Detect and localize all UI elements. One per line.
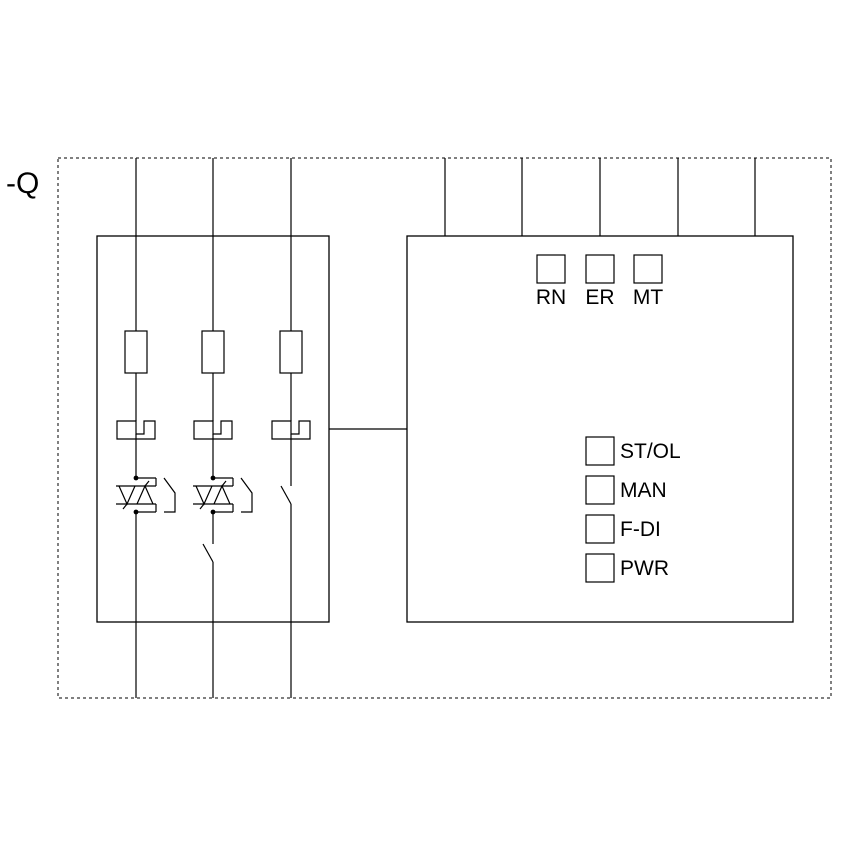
status-led-row: RN ER MT xyxy=(536,254,663,309)
indicator-label: PWR xyxy=(620,557,669,580)
indicator-st-ol: ST/OL xyxy=(585,436,681,466)
status-led-er: ER xyxy=(585,254,615,309)
indicator-column: ST/OL MAN F-DI PWR xyxy=(585,436,681,583)
fuse-symbol xyxy=(124,330,148,374)
junction-dot xyxy=(133,475,139,481)
indicator-man: MAN xyxy=(585,475,667,505)
fuse-symbol xyxy=(279,330,303,374)
status-led-rn: RN xyxy=(536,254,566,309)
indicator-f-di: F-DI xyxy=(585,514,661,544)
junction-dot xyxy=(210,475,216,481)
led-label: RN xyxy=(536,286,566,309)
indicator-box xyxy=(585,553,615,583)
led-indicator-box xyxy=(633,254,663,284)
control-terminal-lines xyxy=(444,158,756,236)
overload-relay-symbol xyxy=(116,420,156,440)
led-indicator-box xyxy=(585,254,615,284)
led-indicator-box xyxy=(536,254,566,284)
led-label: MT xyxy=(633,286,663,309)
led-label: ER xyxy=(585,286,614,309)
bypass-switch-blade xyxy=(202,543,214,563)
indicator-box xyxy=(585,475,615,505)
device-enclosure-boundary xyxy=(57,157,832,699)
device-designation: -Q xyxy=(6,167,39,200)
indicator-box xyxy=(585,436,615,466)
indicator-label: F-DI xyxy=(620,518,661,541)
overload-relay-symbol xyxy=(193,420,233,440)
phase-1-circuit xyxy=(116,158,176,698)
thyristor-pair-symbol xyxy=(116,477,176,513)
phase-2-circuit xyxy=(193,158,253,698)
phase-3-circuit xyxy=(271,158,311,698)
indicator-box xyxy=(585,514,615,544)
thyristor-pair-symbol xyxy=(193,477,253,513)
indicator-label: MAN xyxy=(620,479,667,502)
switch-contact-blade xyxy=(280,485,292,505)
indicator-pwr: PWR xyxy=(585,553,669,583)
overload-relay-symbol xyxy=(271,420,311,440)
fuse-symbol xyxy=(201,330,225,374)
indicator-label: ST/OL xyxy=(620,440,681,463)
status-led-mt: MT xyxy=(633,254,663,309)
